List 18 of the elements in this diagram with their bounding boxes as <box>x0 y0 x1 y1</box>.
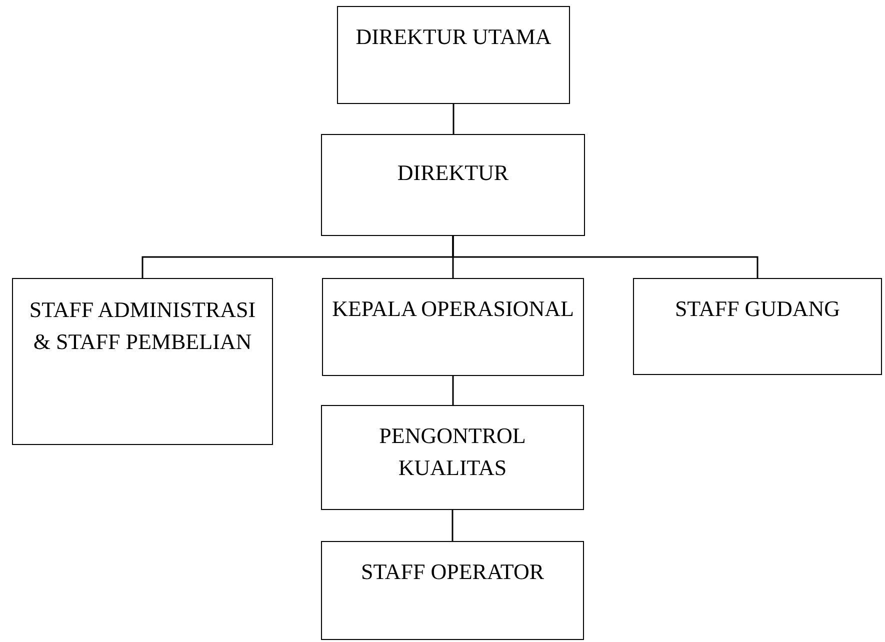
org-box <box>321 134 585 236</box>
box-label: PENGONTROL KUALITAS <box>378 422 527 482</box>
box-label: STAFF ADMINISTRASI & STAFF PEMBELIAN <box>28 296 257 356</box>
box-label: KEPALA OPERASIONAL <box>331 295 575 323</box>
connector-line <box>452 104 454 134</box>
box-label: DIREKTUR <box>396 159 510 187</box>
box-label: STAFF OPERATOR <box>360 558 546 586</box>
org-box <box>633 278 882 375</box>
connector-line <box>452 510 454 541</box>
box-label: STAFF GUDANG <box>674 295 842 323</box>
connector-line <box>452 236 758 278</box>
org-box <box>321 405 584 510</box>
org-box <box>12 278 273 445</box>
org-box <box>322 278 584 376</box>
box-label: DIREKTUR UTAMA <box>354 23 552 51</box>
org-box <box>321 541 584 640</box>
org-box <box>337 6 570 104</box>
connector-line <box>452 376 454 405</box>
